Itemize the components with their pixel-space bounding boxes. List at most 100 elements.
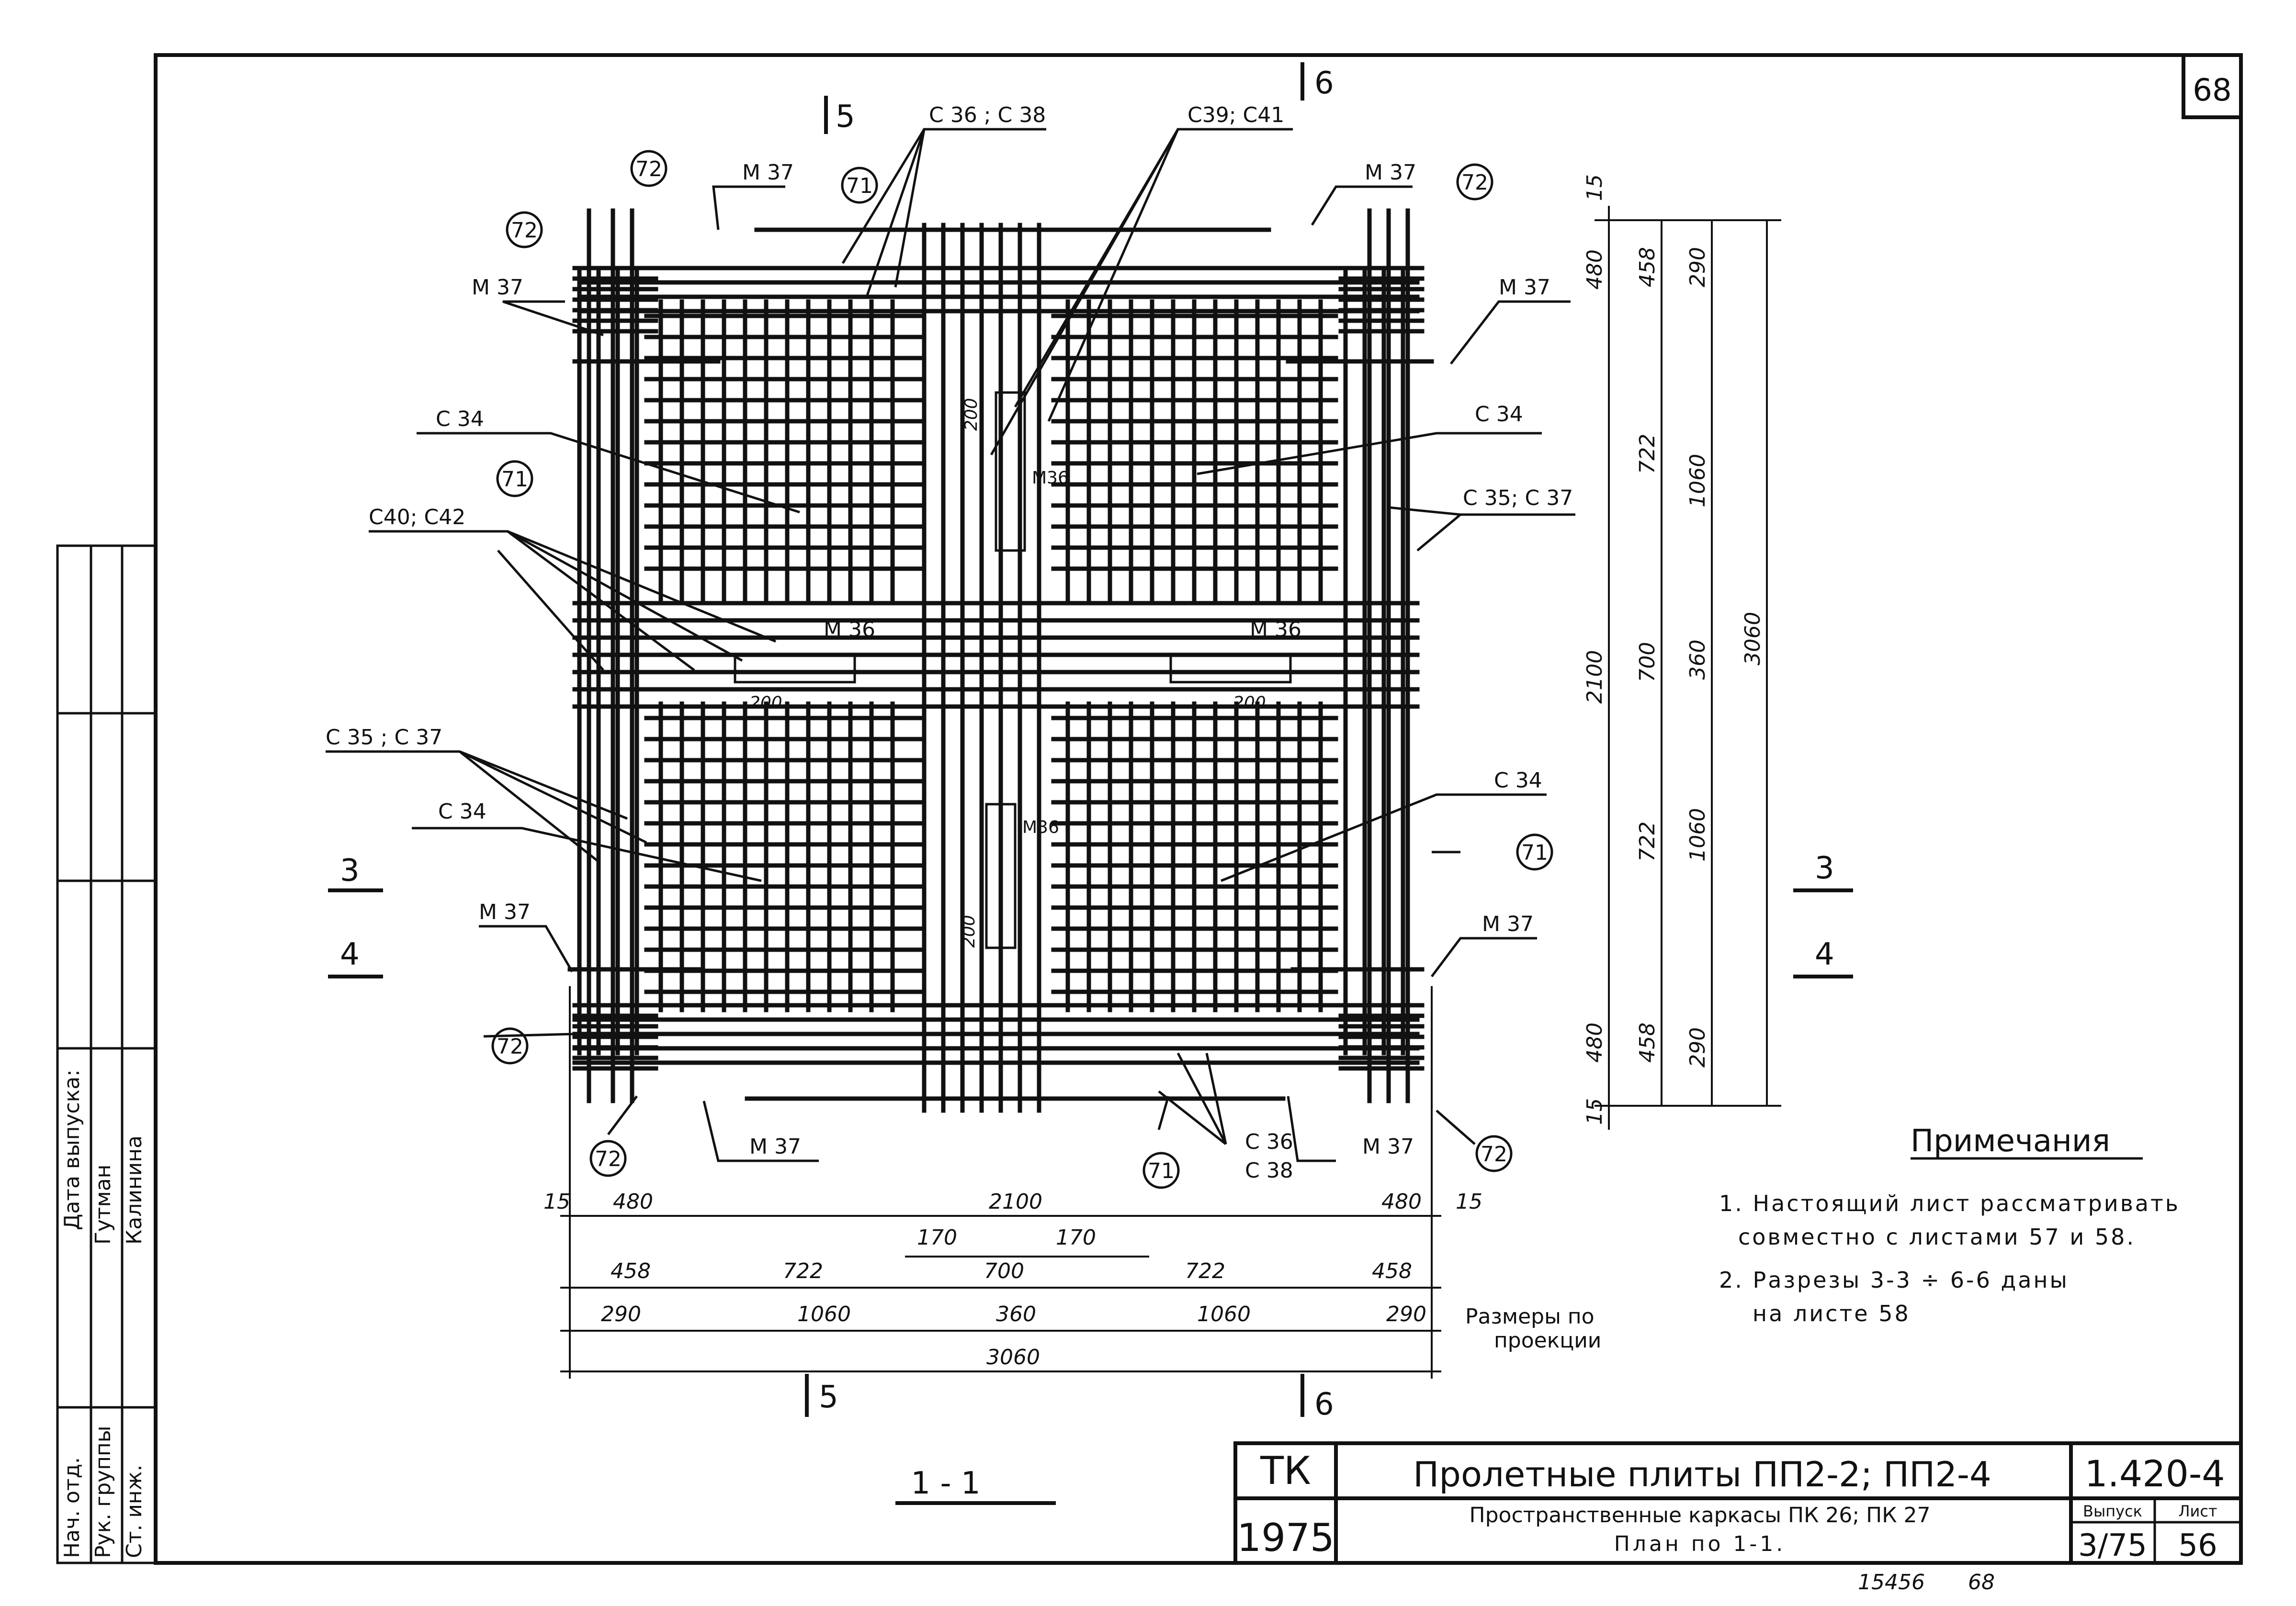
- opening-right: [1169, 654, 1292, 684]
- dim-290: 290: [1386, 1302, 1426, 1326]
- note-line-3: 2. Разрезы 3-3 ÷ 6-6 даны: [1719, 1267, 2069, 1293]
- stamp-name-2: Калинина: [122, 1135, 147, 1245]
- note-line-4: на листе 58: [1753, 1301, 1911, 1326]
- issue-label: Выпуск: [2083, 1502, 2142, 1520]
- dim-458: 458: [1635, 247, 1660, 287]
- callout-72-text: 72: [635, 157, 662, 181]
- label-c40-c42: С40; С42: [369, 505, 465, 529]
- dim-458: 458: [1635, 1022, 1660, 1063]
- label-c39-c41: С39; С41: [1188, 103, 1284, 127]
- label-c35-c37-left: С 35 ; С 37: [326, 725, 442, 750]
- projection-note-1: Размеры по: [1465, 1304, 1595, 1329]
- stamp-row-1: Нач. отд.: [60, 1457, 84, 1558]
- dim-480: 480: [1583, 1022, 1607, 1063]
- opening-top: [995, 391, 1026, 552]
- label-m37: М 37: [479, 900, 531, 924]
- title-block: ТК 1975 Пролетные плиты ПП2-2; ПП2-4 Про…: [1233, 1441, 2243, 1595]
- callout-71-text: 71: [1148, 1159, 1175, 1183]
- dim-1060: 1060: [1685, 808, 1710, 862]
- callout-71: [1142, 1152, 1180, 1189]
- dim-3060: 3060: [1741, 612, 1765, 665]
- dim-200: 200: [1233, 693, 1266, 713]
- callouts: 72 72 71 72 71 71 72 72 71 72: [491, 150, 1553, 1189]
- callout-72: [630, 150, 667, 187]
- section-mark-5: 5: [836, 99, 855, 135]
- callout-72-text: 72: [1461, 170, 1488, 195]
- notes: Примечания 1. Настоящий лист рассматрива…: [1719, 1123, 2180, 1326]
- label-c34: С 34: [436, 407, 484, 431]
- dim-458: 458: [611, 1259, 651, 1283]
- dim-722: 722: [1185, 1259, 1225, 1283]
- label-m37: М 37: [1362, 1134, 1414, 1159]
- callout-72: [589, 1140, 627, 1177]
- label-c34: С 34: [1475, 402, 1523, 427]
- sheet-number: 56: [2178, 1528, 2217, 1563]
- label-m36-small: М36: [1032, 468, 1069, 488]
- dim-722: 722: [1635, 821, 1660, 862]
- callout-71: [496, 460, 533, 497]
- leader-lines: [326, 128, 1575, 1162]
- sheet-label: Лист: [2178, 1502, 2217, 1520]
- label-m36: М 36: [824, 618, 875, 642]
- section-mark-4: 4: [340, 937, 360, 972]
- callout-72: [506, 211, 543, 248]
- label-c34: С 34: [1494, 768, 1542, 793]
- callout-72-text: 72: [511, 218, 538, 243]
- dim-200: 200: [749, 693, 782, 713]
- dim-1060: 1060: [797, 1302, 851, 1326]
- label-c34: С 34: [438, 799, 486, 824]
- projection-note-2: проекции: [1494, 1328, 1601, 1353]
- dim-290: 290: [1685, 247, 1710, 287]
- callout-72: [491, 1027, 529, 1065]
- right-dimensions: 15 15 480 2100 480 458 722 700 722 458 2…: [1583, 174, 1781, 1130]
- label-c36-c38: С 36 ; С 38: [929, 103, 1046, 127]
- dim-15: 15: [543, 1190, 570, 1214]
- dim-700: 700: [1635, 642, 1660, 682]
- drawing-subtitle-2: План по 1-1.: [1614, 1532, 1786, 1556]
- label-m37: М 37: [472, 275, 523, 300]
- dim-2100: 2100: [1583, 650, 1607, 704]
- dim-700: 700: [984, 1259, 1024, 1283]
- dim-15: 15: [1456, 1190, 1482, 1214]
- drawing-title: Пролетные плиты ПП2-2; ПП2-4: [1413, 1454, 1991, 1494]
- opening-bottom: [985, 803, 1017, 949]
- drawing-subtitle-1: Пространственные каркасы ПК 26; ПК 27: [1470, 1503, 1931, 1527]
- notes-heading: Примечания: [1911, 1123, 2110, 1159]
- callout-71-text: 71: [846, 174, 873, 198]
- note-line-2: совместно с листами 57 и 58.: [1738, 1224, 2136, 1250]
- stamp-name-1: Гутман: [91, 1165, 115, 1245]
- label-m37: М 37: [742, 160, 794, 185]
- dim-170: 170: [1056, 1225, 1096, 1250]
- callout-71: [841, 167, 878, 204]
- inventory-number: 15456: [1858, 1570, 1925, 1595]
- org-code: ТК: [1260, 1449, 1311, 1493]
- callout-72: [1475, 1135, 1513, 1172]
- section-mark-6: 6: [1314, 66, 1334, 101]
- document-code: 1.420-4: [2084, 1452, 2225, 1495]
- page-number: 68: [1968, 1570, 1995, 1595]
- label-m37: М 37: [1499, 275, 1550, 300]
- dim-200: 200: [959, 915, 979, 948]
- note-line-1: 1. Настоящий лист рассматривать: [1719, 1190, 2180, 1216]
- label-m36-small: М36: [1022, 818, 1059, 837]
- callout-71: [1516, 833, 1553, 871]
- dim-290: 290: [1685, 1027, 1710, 1067]
- dim-15: 15: [1583, 174, 1607, 201]
- dim-1060: 1060: [1197, 1302, 1251, 1326]
- dim-480: 480: [1583, 249, 1607, 290]
- reinforcement-cage: [567, 208, 1434, 1113]
- label-m37: М 37: [1365, 160, 1416, 185]
- label-m36: М 36: [1250, 618, 1301, 642]
- dim-458: 458: [1372, 1259, 1412, 1283]
- dim-200: 200: [961, 398, 981, 431]
- dim-722: 722: [783, 1259, 823, 1283]
- label-c35-c37: С 35; С 37: [1463, 486, 1573, 510]
- year: 1975: [1237, 1516, 1335, 1560]
- dim-722: 722: [1635, 434, 1660, 474]
- callout-71-text: 71: [501, 467, 528, 492]
- dim-2100: 2100: [989, 1190, 1042, 1214]
- section-mark-5: 5: [819, 1380, 838, 1415]
- label-c36: С 36: [1245, 1130, 1293, 1154]
- label-m37: М 37: [749, 1134, 801, 1159]
- callout-72-text: 72: [595, 1147, 622, 1171]
